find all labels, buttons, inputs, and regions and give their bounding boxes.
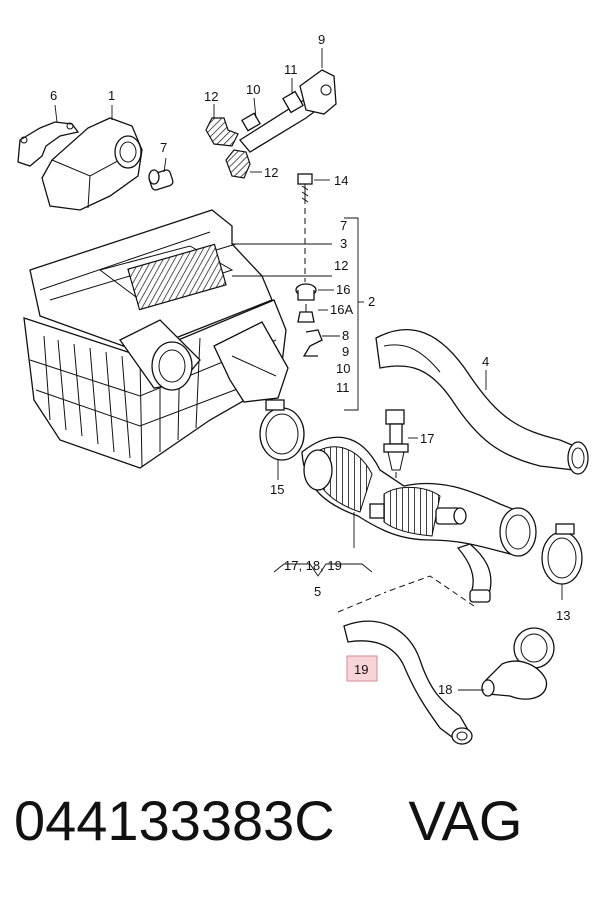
air-filter-box-part-3: [23, 209, 332, 469]
callout-11-top: 11: [284, 62, 298, 77]
callout-1: 1: [108, 88, 115, 103]
callout-4: 4: [482, 354, 489, 369]
callout-17: 17: [420, 431, 434, 446]
callout-7-top: 7: [160, 140, 167, 155]
callout-16: 16: [336, 282, 350, 297]
brand-name: VAG: [408, 789, 523, 852]
callout-12-side: 12: [334, 258, 348, 273]
callout-10-top: 10: [246, 82, 260, 97]
valve-assembly-parts-9-12: [205, 48, 337, 179]
callout-11-side: 11: [336, 380, 350, 395]
callout-7-side: 7: [340, 218, 347, 233]
clamp-part-15: [259, 399, 305, 480]
callout-5: 5: [314, 584, 321, 599]
bracket-part-6: [17, 104, 80, 167]
callout-3: 3: [340, 236, 347, 251]
clamp-part-13: [541, 523, 583, 600]
callout-15: 15: [270, 482, 284, 497]
part-number: 044133383C: [14, 789, 335, 852]
highlight-box-19: [346, 655, 378, 682]
sensor-part-17: [383, 409, 418, 488]
callout-13: 13: [556, 608, 570, 623]
callout-14: 14: [334, 173, 348, 188]
intake-cover-part-1: [41, 105, 143, 211]
group-bracket-part-2: [344, 217, 364, 411]
callout-8: 8: [342, 328, 349, 343]
intake-pipe-part-5: [273, 436, 537, 577]
footer-caption: 044133383C VAG: [14, 788, 594, 868]
hoses-parts-18-19: [337, 543, 555, 745]
callout-12-top: 12: [204, 89, 218, 104]
hose-part-4: [375, 328, 589, 475]
callout-9-top: 9: [318, 32, 325, 47]
callout-6: 6: [50, 88, 57, 103]
callout-16a: 16A: [330, 302, 353, 317]
callout-group-17-18-19: 17, 18, 19: [284, 558, 342, 573]
callout-labels: 1 6 7 9 11 10 12 12 14 7 3 12 16 2 16A 8…: [50, 32, 570, 697]
exploded-parts-diagram: 1 6 7 9 11 10 12 12 14 7 3 12 16 2 16A 8…: [17, 32, 589, 745]
callout-19: 19: [354, 662, 368, 677]
bolt-part-14: [297, 173, 330, 282]
callout-9-side: 9: [342, 344, 349, 359]
callout-18: 18: [438, 682, 452, 697]
callout-10-side: 10: [336, 361, 350, 376]
plug-part-7: [148, 157, 174, 191]
fittings-parts-16-16a-8: [295, 283, 340, 357]
callout-2: 2: [368, 294, 375, 309]
callout-12-mid: 12: [264, 165, 278, 180]
